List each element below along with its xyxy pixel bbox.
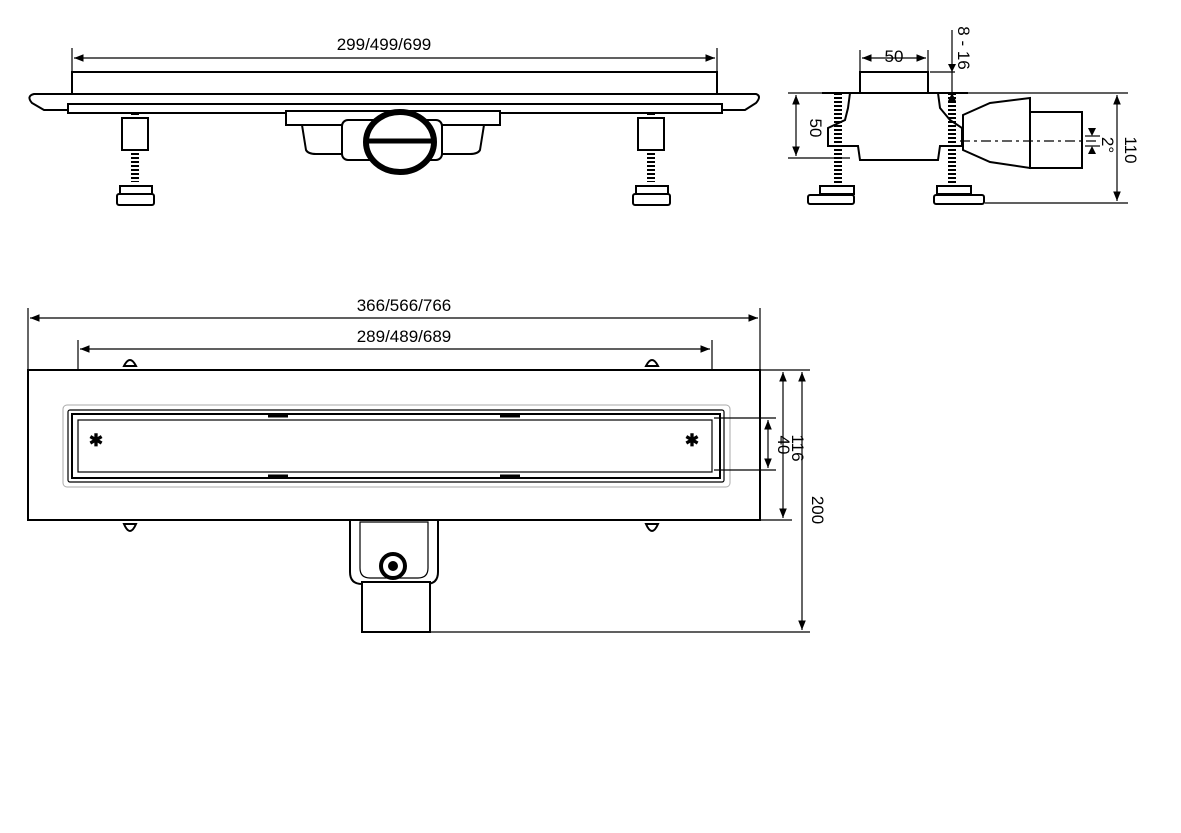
total-height-label: 110 bbox=[1121, 136, 1140, 163]
side-body bbox=[827, 92, 963, 161]
side-view: 50 8 - 16 50 110 2° bbox=[788, 26, 1140, 205]
drain-outlet-top bbox=[349, 519, 439, 633]
drain-outlet-front bbox=[285, 109, 501, 175]
logo-mark-left: ✱ bbox=[89, 431, 103, 450]
total-depth-label: 200 bbox=[808, 496, 827, 524]
outlet-width-label: 50 bbox=[885, 47, 904, 66]
body-height-label: 50 bbox=[806, 119, 825, 138]
adjust-range-label: 8 - 16 bbox=[954, 26, 973, 69]
overall-length-label: 366/566/766 bbox=[357, 296, 452, 315]
slope-label: 2° bbox=[1098, 137, 1117, 153]
leveling-foot-right bbox=[632, 113, 671, 206]
grate-insert bbox=[77, 419, 713, 473]
grate-frame bbox=[67, 409, 725, 483]
dimension-length-label: 299/499/699 bbox=[337, 35, 432, 54]
leveling-foot-left bbox=[116, 113, 155, 206]
grate-length-label: 289/489/689 bbox=[357, 327, 452, 346]
top-view: 366/566/766 289/489/689 ✱ ✱ 40 116 bbox=[27, 296, 827, 633]
front-view: 299/499/699 bbox=[28, 35, 760, 206]
body-width-label: 116 bbox=[788, 434, 807, 461]
drain-body-outline bbox=[27, 369, 761, 521]
logo-mark-right: ✱ bbox=[685, 431, 699, 450]
